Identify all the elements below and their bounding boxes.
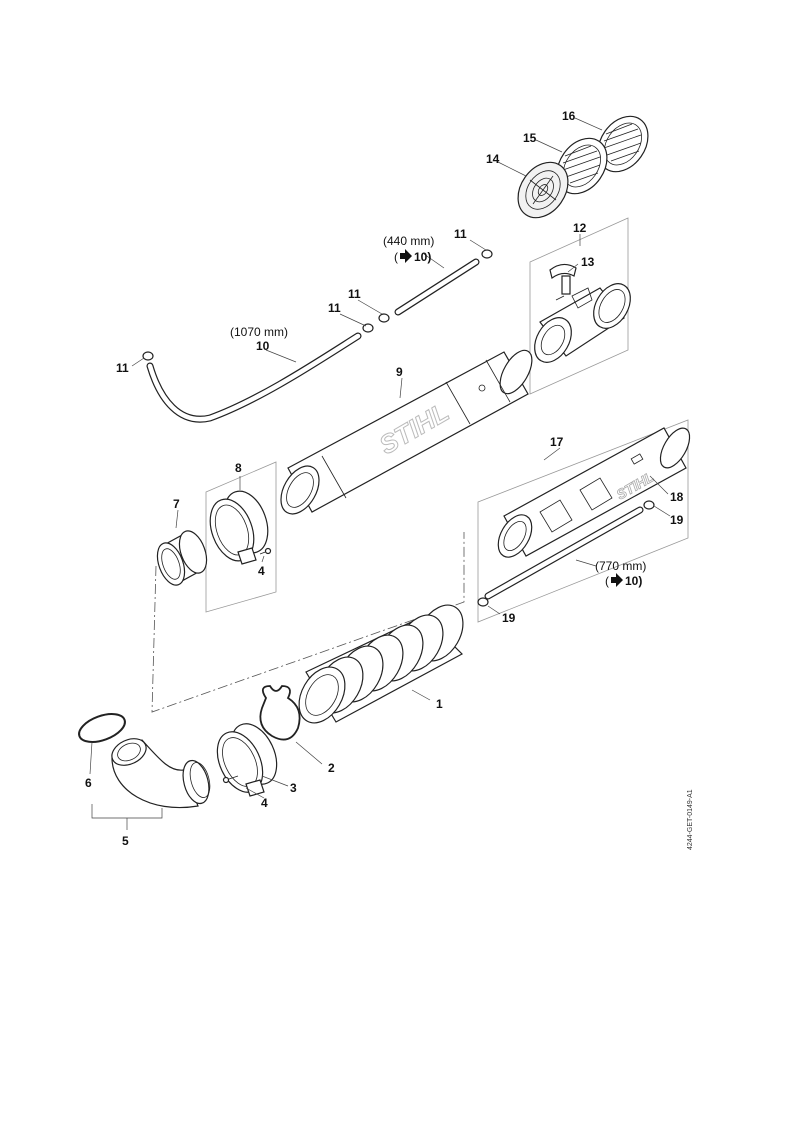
blower-tube-17: STIHL (497, 427, 691, 558)
fitting-19-a (477, 597, 489, 607)
fitting-11-a (142, 351, 154, 361)
assembly-dash-line (151, 532, 465, 713)
note-ref-440: 10) (414, 250, 431, 264)
callout-17: 17 (550, 435, 564, 449)
grille-16 (597, 115, 649, 173)
screw-4-lower (222, 775, 239, 784)
callout-16: 16 (562, 109, 576, 123)
adapter-ring-7 (156, 530, 208, 586)
callout-11-d: 11 (454, 227, 467, 241)
callout-11-b: 11 (328, 301, 341, 315)
note-ref-770: 10) (625, 574, 642, 588)
leader-lines (89, 117, 671, 830)
callout-11-c: 11 (348, 287, 361, 301)
note-paren-440: ( (394, 250, 398, 264)
note-length-1070: (1070 mm) (230, 325, 288, 339)
fitting-11-d (481, 249, 493, 259)
fitting-19-b (643, 500, 655, 510)
hose-clamp-3 (216, 723, 278, 797)
callout-7: 7 (173, 497, 180, 511)
callout-14: 14 (486, 152, 500, 166)
callout-8: 8 (235, 461, 242, 475)
callout-19-a: 19 (502, 611, 516, 625)
group-frame-17 (477, 419, 689, 623)
group-frame-12 (529, 217, 629, 395)
callout-6: 6 (85, 776, 92, 790)
callout-19-b: 19 (670, 513, 684, 527)
o-ring-6 (78, 713, 126, 743)
callout-9: 9 (396, 365, 403, 379)
callout-2: 2 (328, 761, 335, 775)
callout-4-lower: 4 (261, 796, 268, 810)
callout-5: 5 (122, 834, 129, 848)
tube-10-long (146, 332, 362, 423)
arrow-right-icon-440 (400, 249, 412, 263)
hose-clamp-8 (209, 490, 269, 565)
drawing-code: 4244-GET-0149-A1 (687, 789, 694, 850)
grille-15 (556, 137, 608, 195)
fitting-11-c (378, 313, 390, 323)
spring-clip-2 (259, 685, 301, 741)
callout-12: 12 (573, 221, 587, 235)
tube-10-short (394, 258, 480, 316)
tube-770 (484, 506, 644, 600)
callout-18: 18 (670, 490, 684, 504)
note-paren-770: ( (605, 574, 609, 588)
callout-4-upper: 4 (258, 564, 265, 578)
note-length-770: (770 mm) (595, 559, 646, 573)
callout-11-a: 11 (116, 361, 129, 375)
elbow-5 (111, 738, 211, 809)
note-length-440: (440 mm) (383, 234, 434, 248)
knob-13 (549, 263, 577, 301)
callout-13: 13 (581, 255, 595, 269)
callout-10: 10 (256, 339, 270, 353)
callout-3: 3 (290, 781, 297, 795)
grille-14 (517, 161, 569, 219)
nozzle-12 (534, 283, 631, 363)
arrow-right-icon-770 (611, 573, 623, 587)
callout-15: 15 (523, 131, 537, 145)
group-frame-8 (205, 461, 277, 613)
screw-4-upper (259, 547, 272, 555)
corrugated-hose-1 (298, 604, 464, 724)
callout-1: 1 (436, 697, 443, 711)
